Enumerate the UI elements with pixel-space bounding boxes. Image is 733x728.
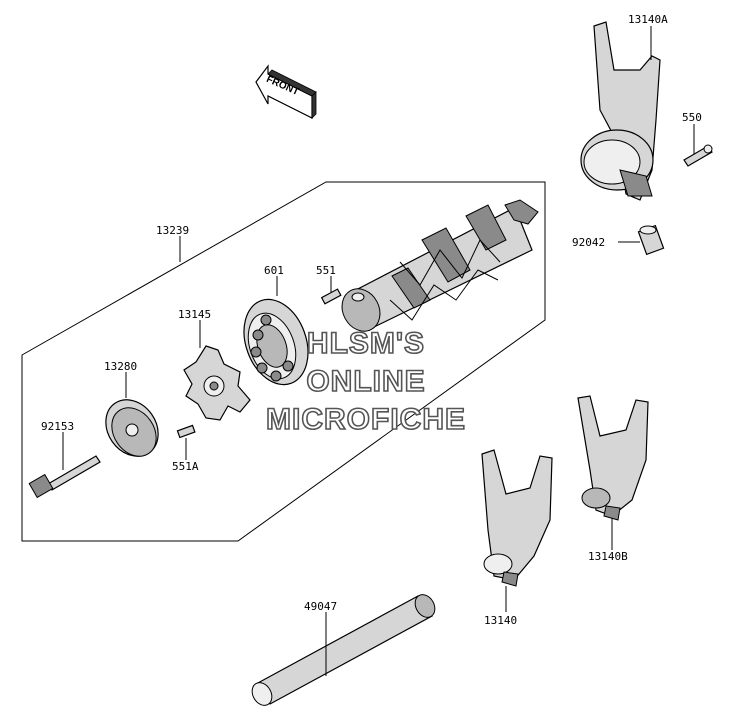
callout-550: 550 xyxy=(682,111,702,124)
front-direction-arrow: FRONT xyxy=(255,64,317,119)
callout-601: 601 xyxy=(264,264,284,277)
watermark-line-1: HLSM'S xyxy=(307,327,425,360)
pin-92042-part xyxy=(637,224,665,256)
shift-fork-13140B-part xyxy=(577,395,649,521)
callout-13140B: 13140B xyxy=(588,550,628,563)
shift-rod-49047-part xyxy=(251,594,436,706)
leader-lines xyxy=(62,26,695,676)
callout-92042: 92042 xyxy=(572,236,605,249)
callout-49047: 49047 xyxy=(304,600,337,613)
callout-13140: 13140 xyxy=(484,614,517,627)
shift-drum-cam-13145-part xyxy=(183,345,251,421)
pin-551A-part xyxy=(176,424,196,439)
pin-551-part xyxy=(320,288,342,305)
watermark-line-3: MICROFICHE xyxy=(266,403,466,436)
callout-13145: 13145 xyxy=(178,308,211,321)
watermark-line-2: ONLINE xyxy=(306,365,425,398)
watermark: HLSM'S ONLINE MICROFICHE xyxy=(265,326,466,437)
cotter-pin-550-part xyxy=(683,144,713,167)
holder-13280-part xyxy=(105,399,159,457)
bearing-601-part xyxy=(243,298,309,386)
callout-551: 551 xyxy=(316,264,336,277)
shift-fork-13140-part xyxy=(481,449,553,587)
bolt-92153-part xyxy=(28,455,101,499)
callout-92153: 92153 xyxy=(41,420,74,433)
callout-13280: 13280 xyxy=(104,360,137,373)
shift-drum-part xyxy=(341,199,539,332)
callout-13239: 13239 xyxy=(156,224,189,237)
shift-drum-assembly-frame xyxy=(21,181,546,542)
callout-13140A: 13140A xyxy=(628,13,668,26)
shift-fork-13140A-part xyxy=(580,21,661,201)
callout-551A: 551A xyxy=(172,460,199,473)
